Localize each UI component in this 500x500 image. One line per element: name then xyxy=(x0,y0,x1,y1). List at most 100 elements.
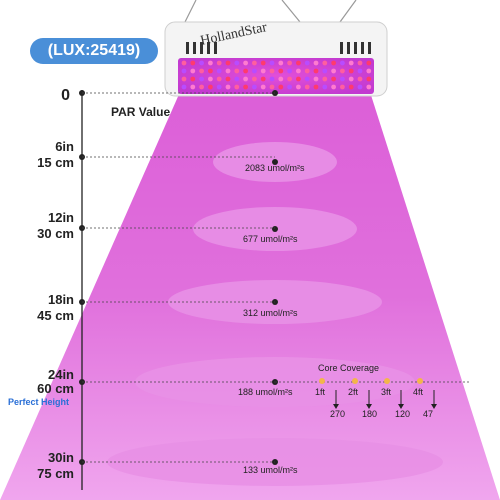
height-label-18-in: 18in xyxy=(47,292,74,307)
grow-light-panel xyxy=(164,21,388,97)
coverage-point xyxy=(352,378,358,384)
led xyxy=(269,68,275,74)
hanging-wire xyxy=(281,0,301,23)
height-label-30-cm: 75 cm xyxy=(37,466,74,481)
led xyxy=(322,60,328,66)
coverage-distance-2: 2ft xyxy=(348,387,359,397)
led xyxy=(225,60,231,66)
led xyxy=(225,68,231,74)
led xyxy=(313,60,319,66)
coverage-arrowhead xyxy=(431,404,437,409)
led xyxy=(331,68,336,74)
par-marker xyxy=(272,159,278,165)
led xyxy=(357,68,363,74)
led xyxy=(348,68,354,74)
vent-slots xyxy=(186,42,371,54)
led xyxy=(243,76,249,82)
led xyxy=(190,76,196,82)
led xyxy=(296,68,301,74)
led xyxy=(357,76,363,82)
par-reading-24in: 188 umol/m²s xyxy=(238,387,293,397)
led xyxy=(269,60,275,66)
led xyxy=(260,76,266,82)
led xyxy=(260,68,266,74)
led xyxy=(348,60,354,66)
par-reading-30in: 133 umol/m²s xyxy=(243,465,298,475)
led xyxy=(181,68,187,74)
led xyxy=(199,76,205,82)
led xyxy=(322,76,328,82)
led xyxy=(216,60,222,66)
led xyxy=(208,60,213,66)
height-label-30-in: 30in xyxy=(47,450,74,465)
height-label-12-cm: 30 cm xyxy=(37,226,74,241)
height-label-6-cm: 15 cm xyxy=(37,155,74,170)
led xyxy=(331,76,336,82)
led xyxy=(366,68,372,74)
vent-slot xyxy=(368,42,371,54)
par-reading-18in: 312 umol/m²s xyxy=(243,308,298,318)
led xyxy=(278,76,284,82)
led xyxy=(190,84,196,90)
led xyxy=(278,68,284,74)
led xyxy=(199,68,205,74)
led xyxy=(269,76,275,82)
led xyxy=(313,84,319,90)
led xyxy=(252,76,257,82)
par-reading-12in: 677 umol/m²s xyxy=(243,234,298,244)
led xyxy=(234,68,240,74)
height-guides xyxy=(79,90,470,465)
height-label-6-in: 6in xyxy=(55,139,74,154)
led xyxy=(199,84,205,90)
led xyxy=(252,60,257,66)
coverage-distance-4: 4ft xyxy=(413,387,424,397)
coverage-value-1: 270 xyxy=(330,409,346,419)
led xyxy=(340,76,345,82)
led xyxy=(366,76,372,82)
par-value-title: PAR Value xyxy=(111,105,171,119)
led xyxy=(287,84,292,90)
led xyxy=(181,76,187,82)
vent-slot xyxy=(354,42,357,54)
led xyxy=(243,60,249,66)
vent-slot xyxy=(214,42,217,54)
led xyxy=(181,84,187,90)
vent-slot xyxy=(186,42,189,54)
led xyxy=(269,84,275,90)
height-label-24-in: 24in xyxy=(47,367,74,382)
led xyxy=(216,76,222,82)
led xyxy=(216,68,222,74)
coverage-value-2: 180 xyxy=(362,409,378,419)
height-label-0: 0 xyxy=(61,87,70,104)
led xyxy=(252,68,257,74)
par-reading-6in: 2083 umol/m²s xyxy=(245,163,305,173)
led xyxy=(243,84,249,90)
led xyxy=(304,68,310,74)
led xyxy=(366,60,372,66)
led xyxy=(331,60,336,66)
vent-slot xyxy=(347,42,350,54)
led xyxy=(243,68,249,74)
led xyxy=(296,84,301,90)
led xyxy=(278,60,284,66)
led xyxy=(190,68,196,74)
par-marker xyxy=(272,226,278,232)
led xyxy=(304,84,310,90)
led xyxy=(225,76,231,82)
led xyxy=(304,76,310,82)
led xyxy=(366,84,372,90)
lux-badge: (LUX:25419) xyxy=(30,38,158,64)
vent-slot xyxy=(361,42,364,54)
led xyxy=(322,68,328,74)
led xyxy=(208,84,213,90)
led xyxy=(348,84,354,90)
coverage-point xyxy=(319,378,325,384)
led xyxy=(225,84,231,90)
led xyxy=(287,76,292,82)
led xyxy=(322,84,328,90)
led-array xyxy=(181,60,372,90)
led xyxy=(313,76,319,82)
led xyxy=(340,84,345,90)
coverage-distance-3: 3ft xyxy=(381,387,392,397)
coverage-arrows xyxy=(319,378,437,409)
